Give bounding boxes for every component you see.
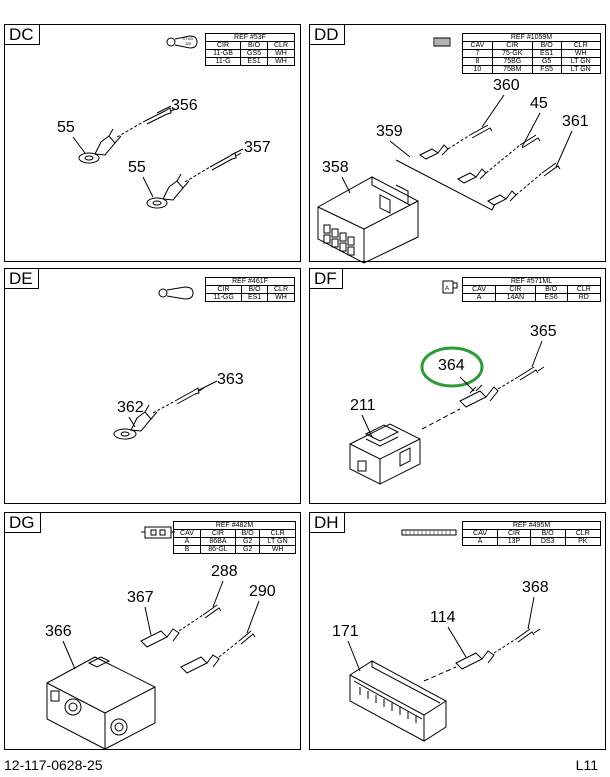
leader-lines (128, 380, 218, 428)
table-row: 11-GB GS5 WH (204, 49, 295, 58)
panel-tag: DG (5, 513, 41, 533)
cell: WH (267, 293, 295, 302)
ring-terminal-drawing (78, 107, 242, 209)
panel-de: DE REF #461F CIR B/O CLR 11-GG ES1 WH 36… (4, 268, 301, 504)
stud-icon (166, 35, 198, 49)
callout: 364 (438, 357, 465, 374)
leader-lines (72, 105, 244, 198)
cell: PK (564, 537, 602, 546)
connector-drawing (317, 124, 561, 264)
callout: 360 (493, 77, 520, 94)
cell: B (173, 545, 201, 554)
cell: WH (259, 545, 296, 554)
leader-lines (361, 340, 543, 438)
callout: 359 (376, 123, 403, 140)
ring-terminal-drawing (113, 387, 205, 440)
callout: 55 (128, 159, 146, 176)
cell: A (461, 537, 499, 546)
callout: 366 (45, 623, 72, 640)
panel-dh: DH REF #495M CAV CIR B/O CLR A 13P DS3 P… (309, 512, 606, 750)
panel-tag: DD (310, 25, 345, 45)
callout: 367 (127, 589, 154, 606)
callout: 361 (562, 113, 589, 130)
callout: 288 (211, 563, 238, 580)
ref-table: REF #1059M CAV CIR B/O CLR 7 75-GK ES1 W… (462, 33, 602, 74)
ref-table: REF #53F CIR B/O CLR 11-GB GS5 WH 11-G E… (204, 33, 295, 66)
cell: LT GN (560, 65, 602, 74)
cell: 75BM (491, 65, 533, 74)
connector-icon (433, 37, 451, 47)
callout: 362 (117, 399, 144, 416)
cell: WH (267, 57, 295, 66)
cell: A (461, 293, 497, 302)
callout: 357 (244, 139, 271, 156)
leader-lines (341, 94, 573, 194)
ref-table: REF #495M CAV CIR B/O CLR A 13P DS3 PK (461, 521, 602, 546)
callout: 363 (217, 371, 244, 388)
panel-dd: DD REF #1059M CAV CIR B/O CLR 7 75-GK ES… (309, 24, 606, 264)
cell: RD (566, 293, 602, 302)
table-row: A 13P DS3 PK (461, 537, 602, 546)
callout: 114 (430, 609, 456, 626)
table-row: 10 75BM FS5 LT GN (462, 65, 602, 74)
svg-text:A: A (445, 286, 449, 292)
ref-table: REF #571ML CAV CIR B/O CLR A 14AN ES6 RD (461, 277, 602, 302)
panel-tag: DH (310, 513, 345, 533)
connector-drawing (349, 346, 545, 485)
table-row: A 86BA G2 LT GN (173, 537, 296, 546)
callout: 356 (171, 97, 198, 114)
ref-table: REF #461F CIR B/O CLR 11-GG ES1 WH (204, 277, 295, 302)
panel-tag: DC (5, 25, 40, 45)
connector-drawing (46, 604, 256, 750)
callout: 45 (530, 95, 548, 112)
callout: 55 (57, 119, 75, 136)
leader-lines (62, 580, 260, 670)
cell: 11-GG (204, 293, 243, 302)
page-label: L11 (575, 757, 598, 773)
callout: 290 (249, 583, 276, 600)
cell: 11-G (204, 57, 242, 66)
ring-terminal-icon (158, 286, 194, 300)
panel-dg: DG REF #482M CAV CIR B/O CLR A 86BA G2 L… (4, 512, 301, 750)
connector-icon: A (442, 280, 458, 294)
callout: 171 (332, 623, 359, 640)
table-row: 11-GG ES1 WH (204, 293, 295, 302)
panel-df: DF A REF #571ML CAV CIR B/O CLR A 14AN E… (309, 268, 606, 504)
table-row: A 14AN ES6 RD (461, 293, 602, 302)
panel-dc: DC STUD 3/8 REF #53F CIR B/O CLR 11-GB G… (4, 24, 301, 262)
connector-icon (401, 529, 457, 536)
cell: G2 (234, 545, 261, 554)
ref-table: REF #482M CAV CIR B/O CLR A 86BA G2 LT G… (173, 521, 296, 554)
callout: 358 (322, 159, 349, 176)
connector-drawing (349, 628, 541, 742)
stud-label: STUD 3/8 (182, 36, 194, 46)
callout: 368 (522, 579, 549, 596)
panel-tag: DF (310, 269, 343, 289)
table-row: 11-G ES1 WH (204, 57, 295, 66)
table-row: B 86-GL G2 WH (173, 545, 296, 554)
panel-tag: DE (5, 269, 39, 289)
callout: 365 (530, 323, 557, 340)
leader-lines (347, 596, 535, 672)
document-number: 12-117-0628-25 (4, 757, 103, 773)
callout: 211 (350, 397, 376, 414)
highlight-ellipse (420, 346, 484, 388)
connector-icon (141, 526, 175, 539)
table-row: 8 75BG G5 LT GN (462, 57, 602, 66)
